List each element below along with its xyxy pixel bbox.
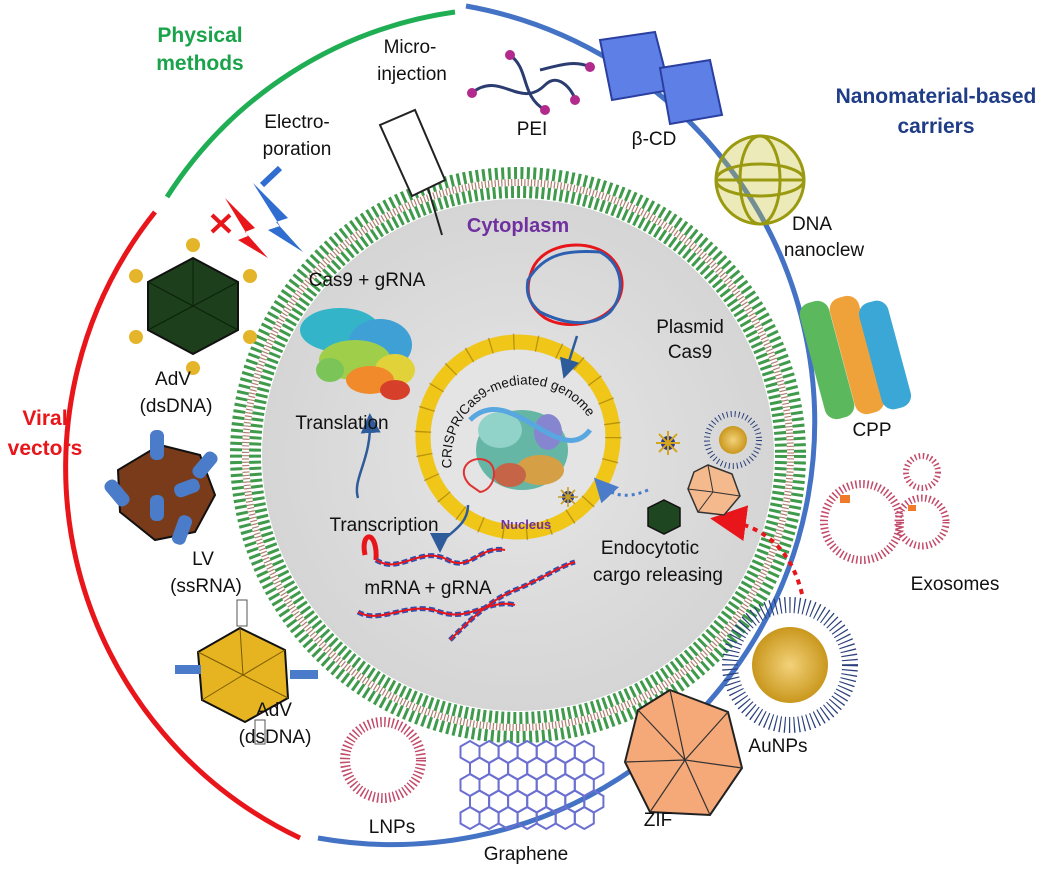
label-lv-line1: LV xyxy=(192,549,214,570)
plasmid-icon xyxy=(525,243,624,326)
lv-capsid-icon xyxy=(104,430,218,545)
mrna-strands-icon xyxy=(356,534,576,642)
electroporation-icon xyxy=(210,165,303,258)
viral-vectors-arc xyxy=(63,210,302,841)
label-cas9-grna: Cas9 + gRNA xyxy=(309,270,426,291)
graphene-hex xyxy=(478,805,500,831)
exosomes-icon xyxy=(820,453,950,564)
label-dna-nanoclew-2: nanoclew xyxy=(784,240,865,261)
plasmid-to-nucleus-arrow xyxy=(559,335,580,379)
graphene-icon xyxy=(459,739,605,831)
beta-cd-icon xyxy=(598,30,724,126)
category-viral-line2: vectors xyxy=(8,437,83,460)
label-endocytotic-2: cargo releasing xyxy=(593,565,723,586)
cargo-small-adv-icon xyxy=(647,499,681,535)
label-dna-nanoclew-1: DNA xyxy=(792,214,832,235)
transcription-arrow xyxy=(430,504,470,553)
microinjection-syringe-icon xyxy=(378,108,447,236)
label-beta-cd: β-CD xyxy=(632,129,677,150)
graphene-hex xyxy=(573,805,595,831)
label-transcription: Transcription xyxy=(329,515,438,536)
cpp-helix-icon xyxy=(799,295,912,420)
label-adv-2-line2: (dsDNA) xyxy=(239,727,312,748)
label-plasmid-2: Cas9 xyxy=(668,342,712,363)
label-cpp: CPP xyxy=(852,420,891,441)
label-adv-1-line1: AdV xyxy=(155,369,191,390)
nucleus-dna-loop xyxy=(462,458,495,494)
label-plasmid-1: Plasmid xyxy=(656,317,724,338)
label-zif: ZIF xyxy=(644,810,673,831)
category-viral-vectors: Viral vectors xyxy=(8,407,83,460)
label-pei: PEI xyxy=(517,119,548,140)
label-translation: Translation xyxy=(295,413,388,434)
label-cytoplasm: Cytoplasm xyxy=(467,215,569,237)
label-adv-2-line1: AdV xyxy=(256,700,292,721)
graphene-hex xyxy=(459,805,481,831)
label-endocytotic-1: Endocytotic xyxy=(601,538,699,559)
category-physical-line1: Physical xyxy=(157,24,242,47)
dna-nanoclew-icon xyxy=(714,134,806,226)
graphene-hex xyxy=(497,805,519,831)
category-nano-line2: carriers xyxy=(897,115,974,138)
label-mrna-grna: mRNA + gRNA xyxy=(364,578,492,599)
cargo-release-arrow xyxy=(593,477,649,504)
label-adv-1-line2: (dsDNA) xyxy=(140,396,213,417)
lnps-icon xyxy=(340,717,426,803)
crispr-protein-icon xyxy=(468,407,592,490)
label-microinjection-2: injection xyxy=(377,64,447,85)
label-graphene: Graphene xyxy=(484,844,569,865)
label-electroporation-1: Electro- xyxy=(264,112,329,133)
aunps-icon xyxy=(722,597,858,733)
cargo-small-aunp-icon xyxy=(704,411,762,469)
pei-polymer-icon xyxy=(467,50,595,115)
adv-capsid-icon xyxy=(129,238,257,375)
category-viral-line1: Viral xyxy=(22,407,67,430)
adv-capsid-yellow-icon xyxy=(175,599,318,745)
label-aunps: AuNPs xyxy=(748,736,807,757)
cell-membrane xyxy=(230,167,806,743)
nucleus-virus-icon xyxy=(558,487,578,507)
category-physical-line2: methods xyxy=(156,52,244,75)
endocytosis-arrow xyxy=(710,505,804,595)
translation-arrow xyxy=(355,413,381,499)
nucleus xyxy=(414,333,622,541)
label-lv-line2: (ssRNA) xyxy=(170,576,242,597)
label-exosomes: Exosomes xyxy=(911,574,1000,595)
physical-methods-arc xyxy=(164,9,456,199)
cas9-protein-icon xyxy=(300,308,415,400)
zif-icon xyxy=(623,688,744,817)
cargo-small-zif-icon xyxy=(687,464,741,516)
label-microinjection-1: Micro- xyxy=(384,37,437,58)
category-nano-line1: Nanomaterial-based xyxy=(836,85,1037,108)
category-physical-methods: Physical methods xyxy=(156,24,244,75)
label-lnps: LNPs xyxy=(369,817,415,838)
label-nucleus: Nucleus xyxy=(501,517,552,532)
category-nanomaterial-carriers: Nanomaterial-based carriers xyxy=(836,85,1037,138)
cargo-small-virus-icon xyxy=(656,431,680,455)
label-electroporation-2: poration xyxy=(263,139,332,160)
